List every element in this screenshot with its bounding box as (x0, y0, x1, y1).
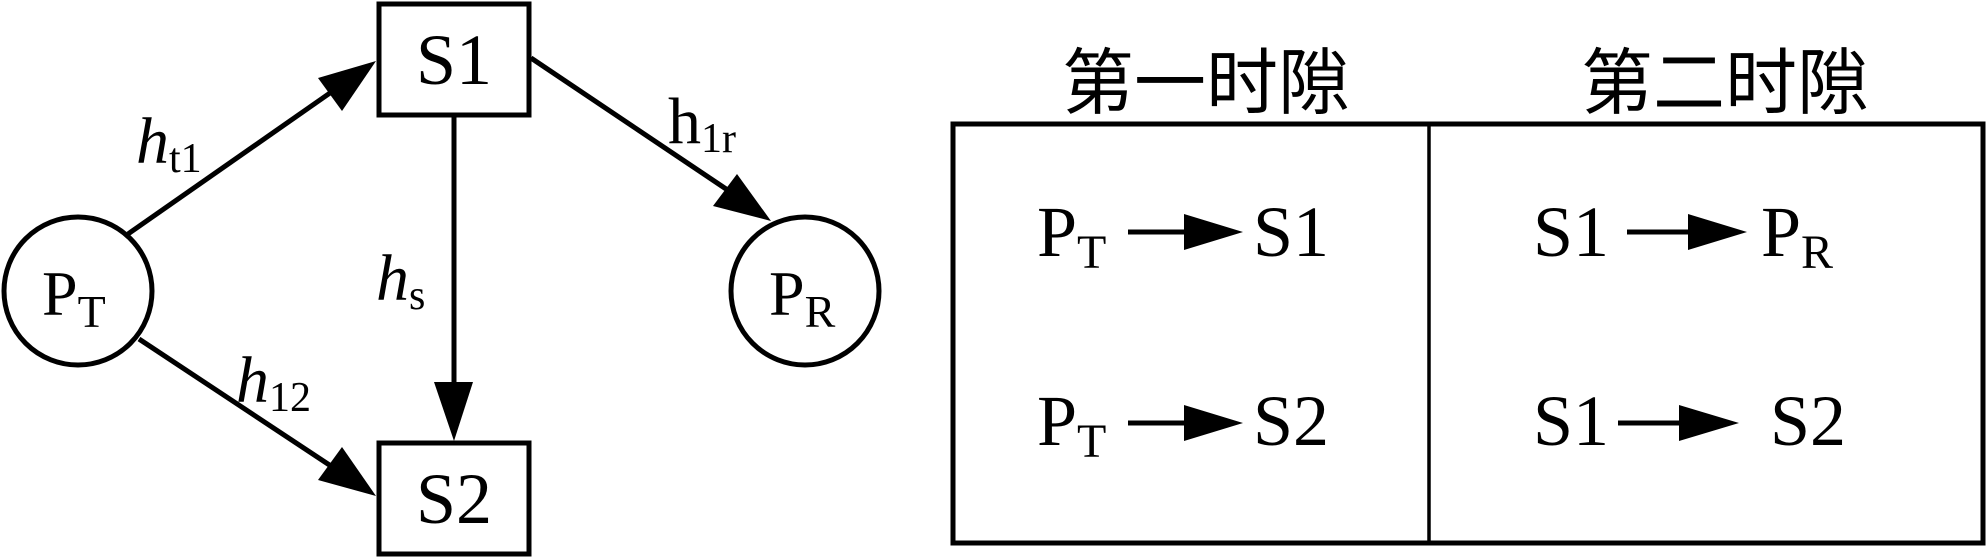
edge-label-h1r: h1r (668, 85, 736, 162)
arrow-right-icon (1688, 214, 1747, 250)
arrowhead-icon (318, 447, 376, 496)
arrowhead-icon (713, 174, 771, 221)
node-pt-circle (1, 214, 155, 368)
edge-pt-to-s2 (137, 336, 376, 496)
cell-to: PR (1761, 192, 1833, 279)
edge-s1-to-pr (529, 55, 771, 221)
cell-to: S1 (1253, 192, 1329, 272)
node-s2: S2 (376, 440, 532, 557)
node-s1: S1 (376, 1, 532, 118)
edge-line (126, 83, 342, 237)
cell-to: S2 (1253, 381, 1329, 461)
node-pr-circle (728, 214, 882, 368)
node-s1-box (376, 1, 532, 118)
cell-from: PT (1037, 381, 1106, 468)
edge-line (137, 336, 342, 475)
edge-line (529, 55, 740, 200)
edge-label-ht1: ht1 (136, 105, 202, 182)
network-graph: PT PR S1 S2 ht1 h12 hs h1r (1, 1, 882, 557)
arrowhead-icon (434, 382, 473, 441)
table-frame (950, 121, 1986, 546)
node-s1-label: S1 (416, 20, 492, 100)
node-s2-box (376, 440, 532, 557)
cell-from: PT (1037, 192, 1106, 279)
node-s2-label: S2 (416, 459, 492, 539)
edge-label-hs: hs (376, 242, 425, 319)
header-slot-1: 第一时隙 (1062, 41, 1350, 125)
edge-s1-to-s2 (434, 117, 473, 441)
cell-to: S2 (1770, 381, 1846, 461)
timeslot-table: 第一时隙 第二时隙 PT S1 S1 PR PT S2 S1 (950, 41, 1986, 546)
cell-slot2-row2: S1 S2 (1533, 381, 1846, 461)
cell-slot1-row1: PT S1 (1037, 192, 1329, 279)
cell-slot1-row2: PT S2 (1037, 381, 1329, 468)
cell-slot2-row1: S1 PR (1533, 192, 1833, 279)
arrow-right-icon (1184, 214, 1243, 250)
node-pr: PR (728, 214, 882, 368)
node-pr-label: PR (769, 258, 836, 337)
arrowhead-icon (318, 61, 376, 111)
header-slot-2: 第二时隙 (1581, 41, 1869, 125)
edge-pt-to-s1 (126, 61, 376, 237)
arrow-right-icon (1679, 405, 1739, 441)
arrow-right-icon (1184, 405, 1243, 441)
cell-from: S1 (1533, 192, 1609, 272)
node-pt-label: PT (42, 258, 106, 337)
cell-from: S1 (1533, 381, 1609, 461)
node-pt: PT (1, 214, 155, 368)
edge-label-h12: h12 (236, 344, 311, 421)
